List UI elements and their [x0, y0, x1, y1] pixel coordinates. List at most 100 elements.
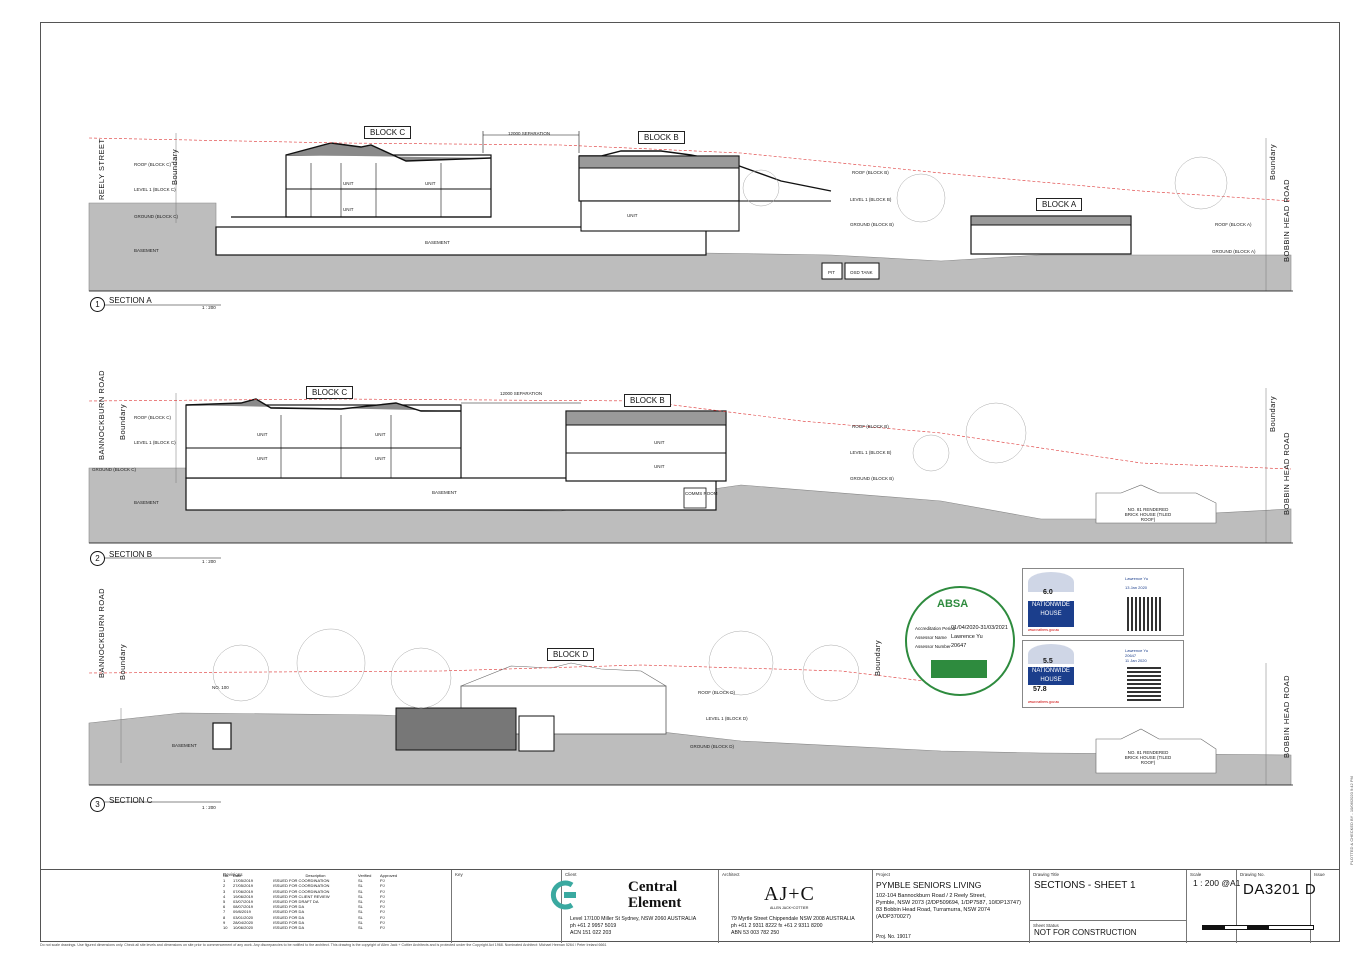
section-b-block-b-label: BLOCK B [624, 394, 671, 407]
issue-cell: Issue [1311, 870, 1340, 943]
section-c-scale: 1 : 200 [202, 805, 216, 810]
revision-cell: ISSUED FOR COORDINATION [273, 888, 330, 894]
section-b-separation: 12000 SEPARATION [500, 391, 543, 396]
absa-period: 01/04/2020-31/03/2021 [951, 625, 1008, 631]
client-addr-2: ph +61 2 9957 5019 [570, 923, 617, 929]
section-b-unit-2: UNIT [375, 432, 386, 437]
section-b-left-street: BANNOCKBURN ROAD [97, 369, 106, 460]
section-a-level-roof-b: ROOF (BLOCK B) [852, 170, 889, 175]
section-a-separation: 12000 SEPARATION [508, 131, 551, 136]
section-b-house [1095, 484, 1217, 524]
revision-cell: SL [358, 914, 363, 920]
nathers-2-site: www.nathers.gov.au [1028, 700, 1060, 704]
side-plot-note: PLOTTED & CHECKED BY - 10/06/2020 9:42 P… [1349, 776, 1354, 865]
section-b-title: SECTION B [109, 550, 153, 559]
nathers-2-mj: 57.8 [1033, 686, 1047, 693]
section-a-level-basement: BASEMENT [134, 248, 159, 253]
sheet-status-caption: Sheet Status [1033, 923, 1059, 928]
section-b-comms-room [683, 487, 707, 509]
project-addr-4: (A/DP370027) [876, 914, 911, 920]
section-c-neighbour: NO. 100 [212, 685, 229, 690]
rev-col-desc: Description [305, 873, 326, 878]
section-a-basement-room: BASEMENT [425, 240, 450, 245]
revision-cell: SL [358, 919, 363, 925]
section-c-level-ground: GROUND (BLOCK D) [690, 744, 735, 749]
section-a-number: 1 [90, 297, 105, 312]
key-caption: Key [455, 872, 463, 877]
section-b-level-l1-b: LEVEL 1 (BLOCK B) [850, 450, 892, 455]
central-element-logo-icon [550, 880, 576, 910]
project-number: Proj. No. 19017 [876, 934, 911, 940]
section-b-unit-3: UNIT [257, 456, 268, 461]
scale-cell: Scale [1187, 870, 1237, 943]
section-a-boundary-right: Boundary [1268, 143, 1277, 180]
revision-cell: SL [358, 925, 363, 931]
section-c-boundary-right: Boundary [873, 639, 882, 676]
revision-cell: PJ [380, 883, 385, 889]
section-a-level-roof-a: ROOF (BLOCK A) [1215, 222, 1252, 227]
section-a-level-ground-c: GROUND (BLOCK C) [134, 214, 179, 219]
section-a-block-c [285, 154, 492, 218]
revision-cell: SL [358, 893, 363, 899]
absa-logo: ABSA [937, 598, 969, 610]
section-a-drawing [88, 131, 1293, 306]
nathers-1-name: Lawrence Yu [1125, 576, 1149, 581]
revision-cell: 1 [223, 878, 226, 884]
section-b-block-c [185, 404, 462, 479]
section-b-basement [185, 477, 717, 511]
section-a-boundary-left: Boundary [170, 148, 179, 185]
revision-cell: PJ [380, 925, 385, 931]
drawing-sheet [40, 22, 1340, 942]
revision-cell: SL [358, 904, 363, 910]
client-addr-1: Level 17/100 Miller St Sydney, NSW 2060 … [570, 916, 697, 922]
revision-cell: PJ [380, 909, 385, 915]
qr-code-icon [1127, 597, 1161, 631]
scale-bar [1202, 925, 1314, 930]
architect-logo: AJ+C [764, 883, 815, 905]
section-c-left-street: BANNOCKBURN ROAD [97, 587, 106, 678]
section-b-unit-4: UNIT [375, 456, 386, 461]
section-b-drawing [88, 388, 1293, 559]
revision-cell: 28/04/2020 [233, 919, 254, 925]
rev-col-approved: Approved [380, 873, 398, 878]
client-addr-3: ACN 151 022 203 [570, 930, 612, 936]
issue-caption: Issue [1314, 872, 1325, 877]
section-a-right-street: BOBBIN HEAD ROAD [1282, 178, 1291, 262]
absa-number-label: Assessor Number [915, 644, 951, 649]
revision-cell: PJ [380, 919, 385, 925]
revision-cell: PJ [380, 893, 385, 899]
revision-cell: 6 [223, 904, 226, 910]
revision-cell: ISSUED FOR DA [273, 919, 305, 925]
client-name-1: Central [628, 879, 678, 895]
drawing-title: SECTIONS - SHEET 1 [1034, 880, 1136, 891]
section-b-scale: 1 : 200 [202, 559, 216, 564]
nathers-2-name: Lawrence Yu [1125, 648, 1149, 653]
key-cell: Key [452, 870, 562, 943]
architect-cell: Architect [719, 870, 873, 943]
nathers-1-date: 13 Jan 2020 [1125, 585, 1148, 590]
drawing-no-caption: Drawing No. [1240, 872, 1265, 877]
nathers-2-date: 11 Jan 2020 [1125, 658, 1147, 663]
client-cell: Client [562, 870, 719, 943]
revision-cell: SL [358, 909, 363, 915]
revision-cell: SL [358, 899, 363, 905]
revision-cell: 9 [223, 919, 226, 925]
section-b-number: 2 [90, 551, 105, 566]
absa-assessor: Lawrence Yu [951, 634, 983, 640]
section-c-title: SECTION C [109, 796, 153, 805]
revision-cell: 07/06/2019 [233, 888, 254, 894]
section-b-boundary-right: Boundary [1268, 395, 1277, 432]
project-name: PYMBLE SENIORS LIVING [876, 880, 982, 890]
section-c-drawing [88, 628, 1293, 803]
revision-cell: ISSUED FOR DA [273, 904, 305, 910]
revision-cell: 08/07/2019 [233, 904, 254, 910]
revision-cell: ISSUED FOR DRAFT DA [273, 899, 319, 905]
section-a-block-b-label: BLOCK B [638, 131, 685, 144]
title-block: Revisions Key Client Architect Project D… [40, 869, 1340, 943]
